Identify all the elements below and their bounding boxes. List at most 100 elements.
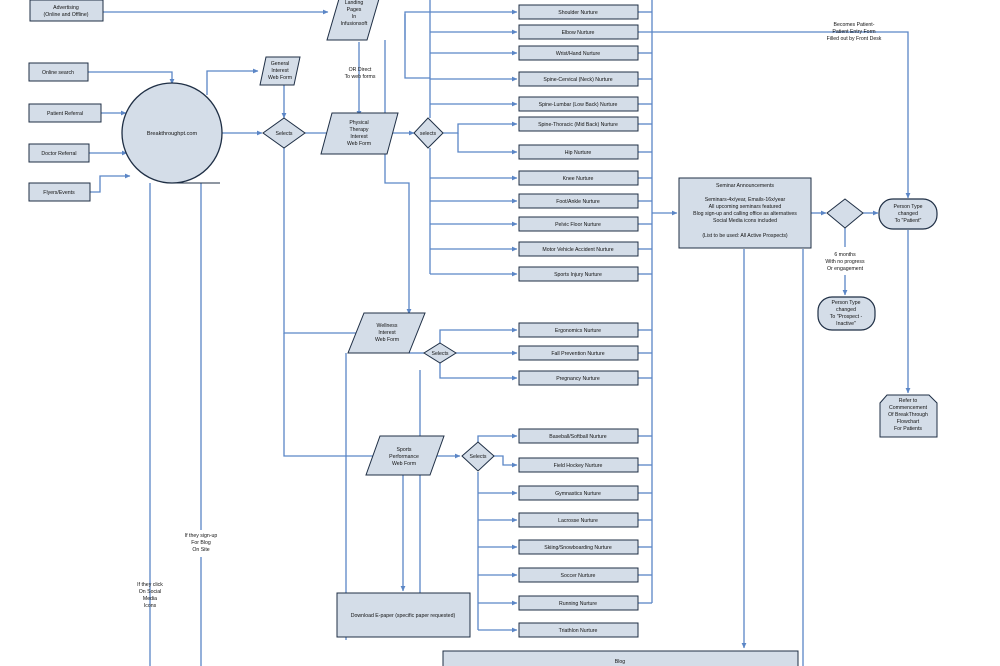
person-type-patient-terminator: Person Type changed To "Patient" xyxy=(878,198,938,230)
skiing-snowboarding-nurture-box xyxy=(518,539,639,555)
soccer-nurture-label: Soccer Nurture xyxy=(561,573,596,579)
person-inactive-line-2: changed xyxy=(836,307,856,313)
spine-cervical-nurture-box xyxy=(518,71,639,87)
baseball-softball-nurture-label: Baseball/Softball Nurture xyxy=(549,434,606,440)
field-hockey-nurture-box xyxy=(518,457,639,473)
seminar-line-alternatives: Blog sign-up and calling office as alter… xyxy=(693,211,797,217)
blog-box: Blog xyxy=(442,650,799,666)
skiing-snowboarding-nurture-label: Skiing/Snowboarding Nurture xyxy=(544,545,612,551)
sports-form-line-3: Web Form xyxy=(392,461,416,467)
patient-referral-label: Patient Referral xyxy=(47,111,83,117)
sports-performance-form-shape: Sports Performance Web Form xyxy=(365,435,445,476)
hub-website-circle: Breakthroughpt.com xyxy=(121,82,223,184)
refer-line-4: Flowchart xyxy=(897,419,920,425)
person-patient-line-1: Person Type xyxy=(893,204,922,210)
landing-pages-line-4: Infusionsoft xyxy=(341,21,368,27)
signup-note-line-3: On Site xyxy=(192,547,209,553)
patient-conversion-note: Becomes Patient- Patient Entry Form Fill… xyxy=(827,22,882,42)
seminar-line-list: (List to be used: All Active Prospects) xyxy=(702,233,788,239)
elbow-nurture-box xyxy=(518,24,639,40)
pt-form-line-2: Therapy xyxy=(349,127,368,133)
connectors xyxy=(88,0,911,666)
general-interest-line-1: General xyxy=(271,61,289,67)
person-type-inactive-terminator: Person Type changed To "Prospect - Inact… xyxy=(817,296,876,331)
selects-decision-sports: Selects xyxy=(461,441,495,472)
seminar-title: Seminar Announcements xyxy=(716,183,774,189)
selects-decision-pt: selects xyxy=(413,117,444,149)
doctor-referral-label: Doctor Referral xyxy=(41,151,76,157)
landing-pages-line-1: Landing xyxy=(345,0,364,6)
refer-line-5: For Patients xyxy=(894,426,922,432)
sports-form-line-2: Performance xyxy=(389,454,419,460)
ergonomics-nurture-box xyxy=(518,322,639,338)
no-progress-line-1: 6 months xyxy=(834,252,856,258)
field-hockey-nurture-label: Field Hockey Nurture xyxy=(554,463,603,469)
running-nurture-box xyxy=(518,595,639,611)
seminar-line-frequency: Seminars-4x/year, Emails-16x/year xyxy=(705,197,786,203)
pt-form-line-1: Physical xyxy=(349,120,368,126)
download-epaper-box: Download E-paper (specific paper request… xyxy=(336,592,471,638)
advertising-label: Advertising xyxy=(53,5,79,11)
signup-note-line-1: If they sign-up xyxy=(185,533,218,539)
wellness-interest-form-shape: Wellness Interest Web Form xyxy=(347,312,426,354)
source-patient-referral-box: Patient Referral xyxy=(28,103,102,123)
pt-form-line-4: Web Form xyxy=(347,141,371,147)
wellness-nurture-list: Ergonomics Nurture Fall Prevention Nurtu… xyxy=(518,322,639,386)
social-media-note: If they click On Social Media Icons xyxy=(137,582,163,609)
selects-pt-label: selects xyxy=(420,131,437,137)
patient-note-line-3: Filled out by Front Desk xyxy=(827,36,882,42)
spine-lumbar-nurture-label: Spine-Lumbar (Low Back) Nurture xyxy=(539,102,618,108)
person-inactive-line-1: Person Type xyxy=(831,300,860,306)
selects-sports-label: Selects xyxy=(469,454,486,460)
advertising-sub-label: (Online and Offline) xyxy=(44,12,89,18)
triathlon-nurture-box xyxy=(518,622,639,638)
download-epaper-label: Download E-paper (specific paper request… xyxy=(351,613,456,619)
spine-thoracic-nurture-label: Spine-Thoracic (Mid Back) Nurture xyxy=(538,122,618,128)
source-doctor-referral-box: Doctor Referral xyxy=(28,143,90,163)
wellness-form-line-1: Wellness xyxy=(377,323,398,329)
hub-label: Breakthroughpt.com xyxy=(147,131,198,137)
source-online-search-box: Online search xyxy=(28,62,89,82)
patient-note-line-1: Becomes Patient- xyxy=(834,22,875,28)
selects-main-label: Selects xyxy=(275,131,292,137)
wrist-hand-nurture-box xyxy=(518,45,639,61)
seminar-line-featured: All upcoming seminars featured xyxy=(709,204,782,210)
online-search-label: Online search xyxy=(42,70,74,76)
seminar-announcements-box: Seminar Announcements Seminars-4x/year, … xyxy=(678,177,812,249)
spine-cervical-nurture-label: Spine-Cervical (Neck) Nurture xyxy=(543,77,612,83)
blog-signup-note: If they sign-up For Blog On Site xyxy=(185,533,218,553)
person-patient-line-2: changed xyxy=(898,211,918,217)
shoulder-nurture-label: Shoulder Nurture xyxy=(558,10,598,16)
social-note-line-1: If they click xyxy=(137,582,163,588)
pt-form-line-3: Interest xyxy=(350,134,368,140)
pt-interest-form-shape: Physical Therapy Interest Web Form xyxy=(320,112,399,155)
landing-pages-line-3: In xyxy=(352,14,356,20)
pregnancy-nurture-label: Pregnancy Nurture xyxy=(556,376,600,382)
social-note-line-3: Media xyxy=(143,596,157,602)
selects-wellness-label: Selects xyxy=(431,351,448,357)
no-progress-note: 6 months With no progress Or engagement xyxy=(825,252,865,272)
person-inactive-line-4: Inactive" xyxy=(836,321,856,327)
foot-ankle-nurture-label: Foot/Ankle Nurture xyxy=(556,199,600,205)
social-note-line-4: Icons xyxy=(144,603,157,609)
sports-injury-nurture-label: Sports Injury Nurture xyxy=(554,272,602,278)
engagement-decision xyxy=(826,198,864,229)
landing-pages-line-2: Pages xyxy=(347,7,362,13)
or-direct-line-2: To web forms xyxy=(345,74,376,80)
person-inactive-line-3: To "Prospect - xyxy=(830,314,863,320)
running-nurture-label: Running Nurture xyxy=(559,601,597,607)
ergonomics-nurture-label: Ergonomics Nurture xyxy=(555,328,601,334)
or-direct-note: OR Direct To web forms xyxy=(345,67,376,80)
sports-injury-nurture-box xyxy=(518,266,639,282)
lacrosse-nurture-box xyxy=(518,512,639,528)
knee-nurture-label: Knee Nurture xyxy=(563,176,594,182)
refer-commencement-box: Refer to Commencement Of BreakThrough Fl… xyxy=(879,394,938,438)
social-note-line-2: On Social xyxy=(139,589,162,595)
pregnancy-nurture-box xyxy=(518,370,639,386)
wellness-form-line-3: Web Form xyxy=(375,337,399,343)
no-progress-line-3: Or engagement xyxy=(827,266,864,272)
fall-prevention-nurture-box xyxy=(518,345,639,361)
hip-nurture-label: Hip Nurture xyxy=(565,150,592,156)
motor-vehicle-nurture-label: Motor Vehicle Accident Nurture xyxy=(542,247,613,253)
